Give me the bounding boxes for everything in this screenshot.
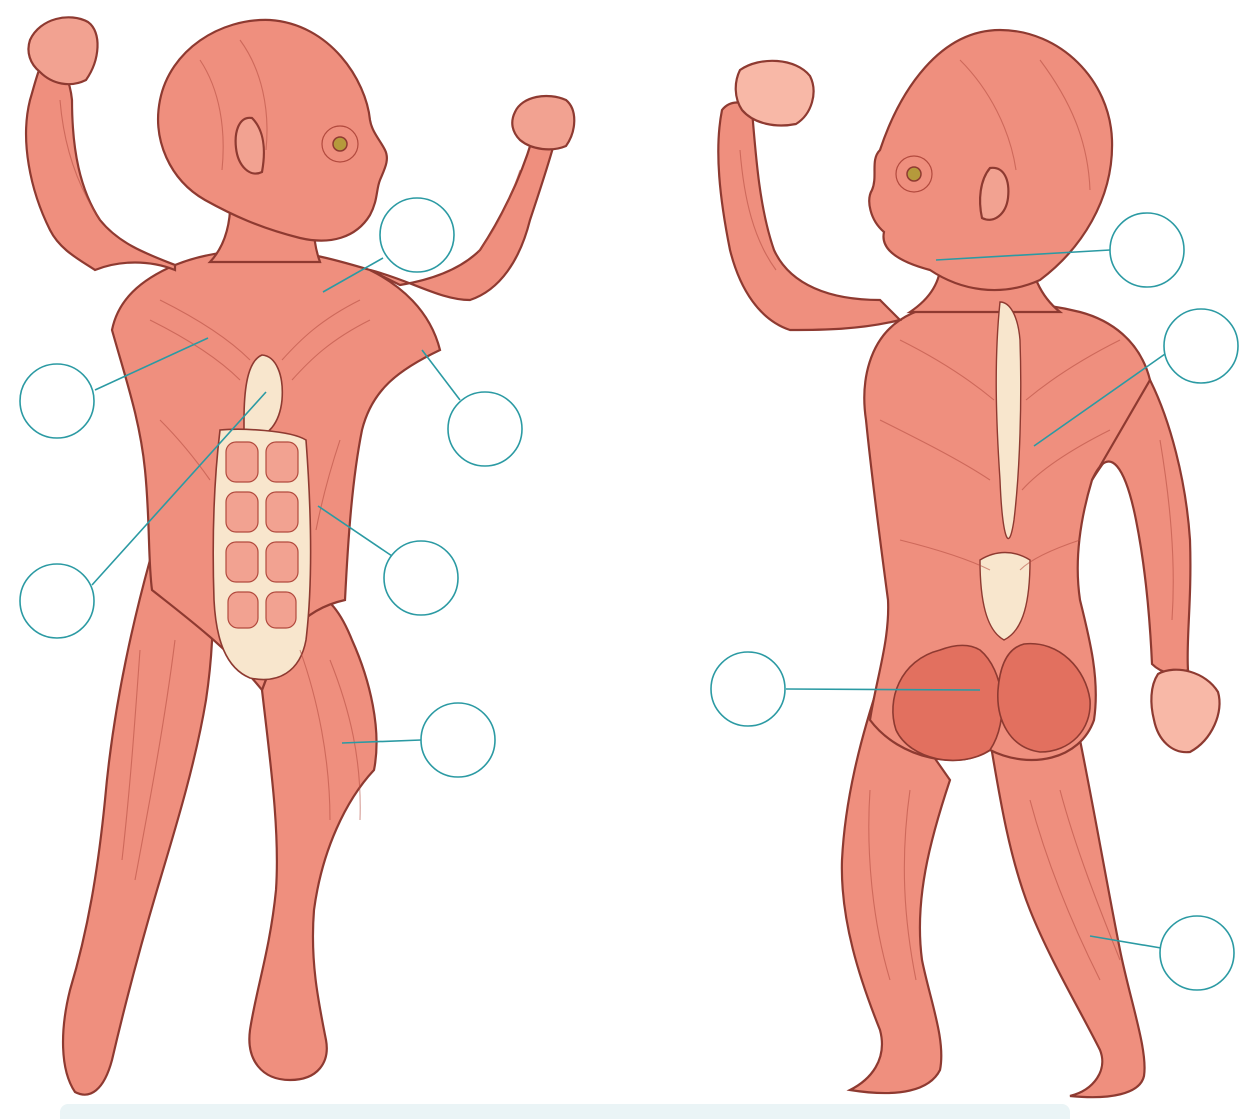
back-figure xyxy=(718,30,1219,1097)
label-front-thigh[interactable] xyxy=(421,703,495,777)
back-raised-fist xyxy=(736,61,814,126)
back-head xyxy=(869,30,1112,290)
label-back-upper-back[interactable] xyxy=(1164,309,1238,383)
front-left-arm xyxy=(26,52,175,270)
label-back-neck[interactable] xyxy=(1110,213,1184,287)
front-eye xyxy=(333,137,347,151)
leader-front-shoulder xyxy=(422,350,460,400)
label-front-abdomen[interactable] xyxy=(20,564,94,638)
front-left-leg xyxy=(63,560,213,1095)
back-lowered-fist xyxy=(1151,670,1219,752)
label-back-calf[interactable] xyxy=(1160,916,1234,990)
back-eye xyxy=(907,167,921,181)
leader-back-gluteal xyxy=(786,689,980,690)
back-ear xyxy=(980,168,1008,220)
front-figure xyxy=(26,17,574,1094)
label-front-side[interactable] xyxy=(384,541,458,615)
front-head xyxy=(158,20,387,241)
label-back-gluteal[interactable] xyxy=(711,652,785,726)
label-front-neck[interactable] xyxy=(380,198,454,272)
back-right-leg xyxy=(990,740,1145,1097)
label-front-shoulder[interactable] xyxy=(448,392,522,466)
bottom-panel-edge xyxy=(60,1104,1070,1119)
front-right-fist xyxy=(512,96,574,149)
label-front-chest[interactable] xyxy=(20,364,94,438)
